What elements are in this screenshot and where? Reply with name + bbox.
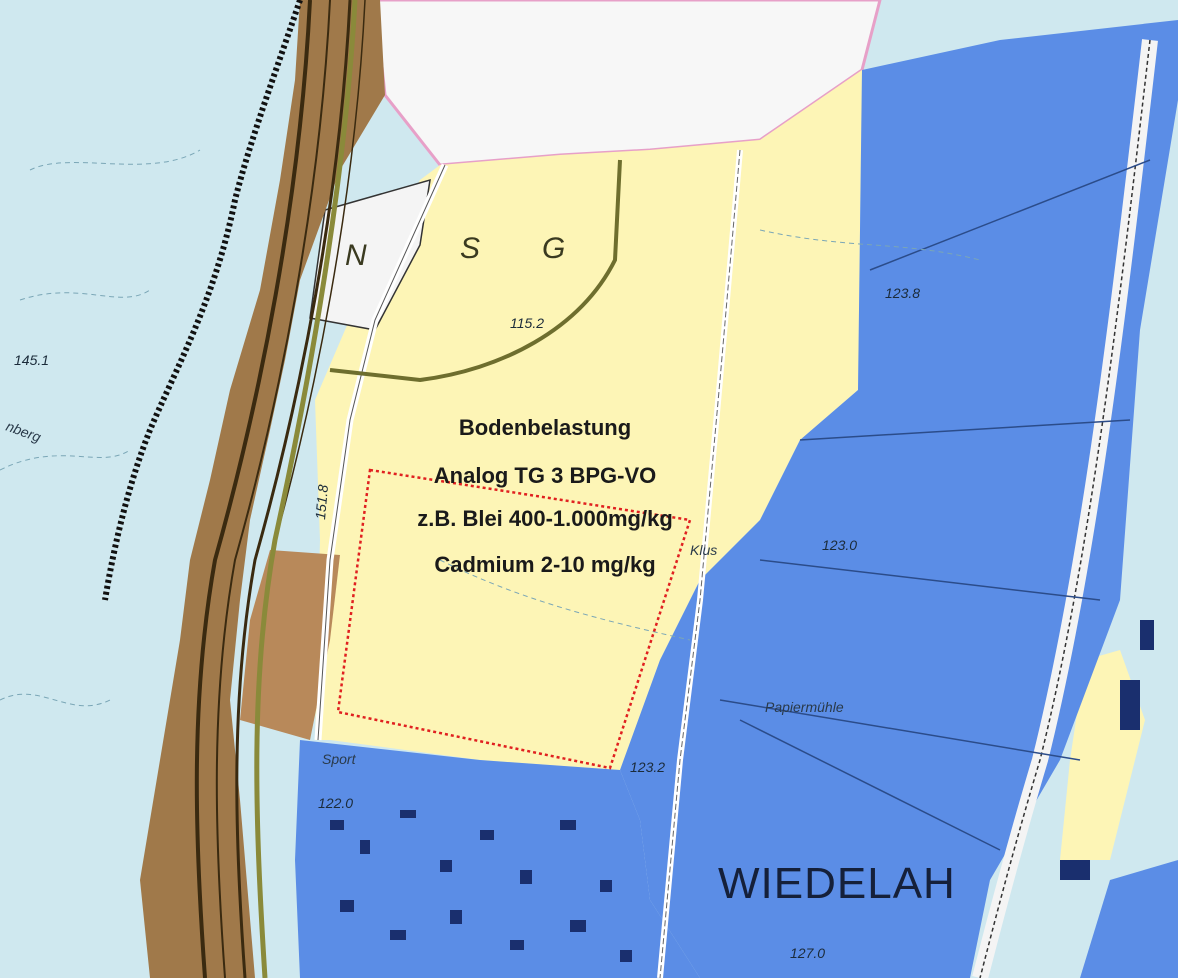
light-blue-strip-east [1140, 595, 1178, 865]
brown-zone-railway [140, 0, 385, 978]
label-area-s: S [460, 232, 480, 265]
label-elev-1230: 123.0 [822, 537, 857, 553]
annotation-line-2: Analog TG 3 BPG-VO [434, 463, 656, 488]
yellow-zone [315, 70, 862, 770]
blue-zone-town [295, 740, 700, 978]
label-papiermuhle: Papiermühle [765, 699, 844, 715]
soil-contamination-annotation: Bodenbelastung Analog TG 3 BPG-VO z.B. B… [417, 415, 673, 577]
roads [314, 39, 1158, 978]
study-area-outline[interactable] [336, 468, 692, 770]
white-zone-n [309, 178, 431, 331]
annotation-line-1: Bodenbelastung [459, 415, 631, 440]
label-elev-1238: 123.8 [885, 285, 920, 301]
label-sport: Sport [322, 751, 357, 767]
olive-boundary [329, 159, 622, 383]
label-elev-1270: 127.0 [790, 945, 825, 961]
label-elev-1232: 123.2 [630, 759, 665, 775]
label-kluse: Klus [690, 542, 717, 558]
label-elev-1152: 115.2 [510, 315, 544, 331]
annotation-line-4: Cadmium 2-10 mg/kg [434, 552, 655, 577]
label-area-n: N [345, 239, 367, 272]
blue-patch-se [1080, 860, 1178, 978]
railway-tracks [194, 0, 366, 978]
label-elev-1220: 122.0 [318, 795, 353, 811]
label-elev-1451: 145.1 [14, 352, 49, 368]
embankment-line [102, 0, 303, 601]
label-elev-1518: 151.8 [312, 484, 331, 521]
road-olive [254, 0, 358, 978]
contour-lines [0, 149, 981, 707]
label-town: WIEDELAH [718, 859, 956, 908]
annotation-line-3: z.B. Blei 400-1.000mg/kg [417, 506, 673, 531]
parcel-lines [719, 159, 1151, 851]
label-area-g: G [542, 232, 565, 265]
town-buildings [330, 620, 1154, 962]
